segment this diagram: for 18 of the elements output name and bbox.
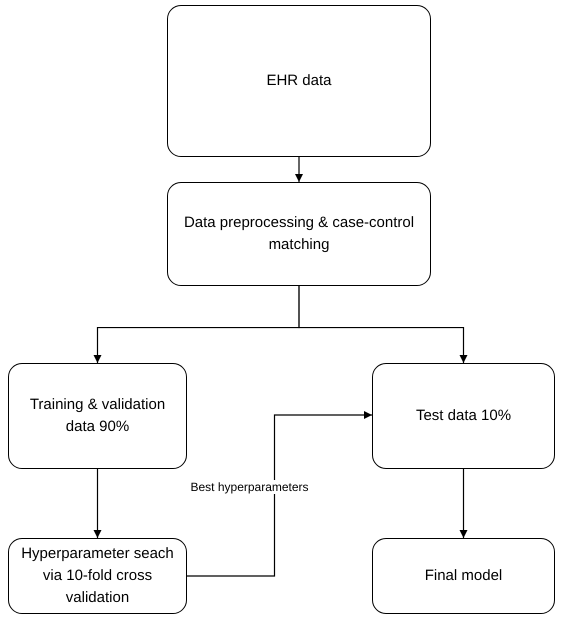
arrow	[295, 157, 303, 182]
arrow	[187, 411, 372, 577]
process-box	[167, 5, 431, 157]
process-box	[8, 538, 187, 614]
box-text: Training & validation data 90%	[28, 395, 166, 437]
box-text: Final model	[424, 566, 502, 586]
process-box	[167, 182, 431, 286]
process-box	[372, 538, 555, 614]
box-text: Hyperparameter seach via 10-fold cross validation	[20, 544, 175, 608]
edge-label: Best hyperparameters	[188, 480, 311, 494]
box-text: EHR data	[266, 71, 332, 92]
box-text: Data preprocessing & case-control matching	[182, 213, 416, 255]
arrow	[460, 469, 468, 538]
box-text: Test data 10%	[416, 406, 512, 426]
arrow	[94, 469, 102, 538]
process-box	[8, 363, 187, 469]
process-box	[372, 363, 555, 469]
arrow	[298, 286, 468, 363]
